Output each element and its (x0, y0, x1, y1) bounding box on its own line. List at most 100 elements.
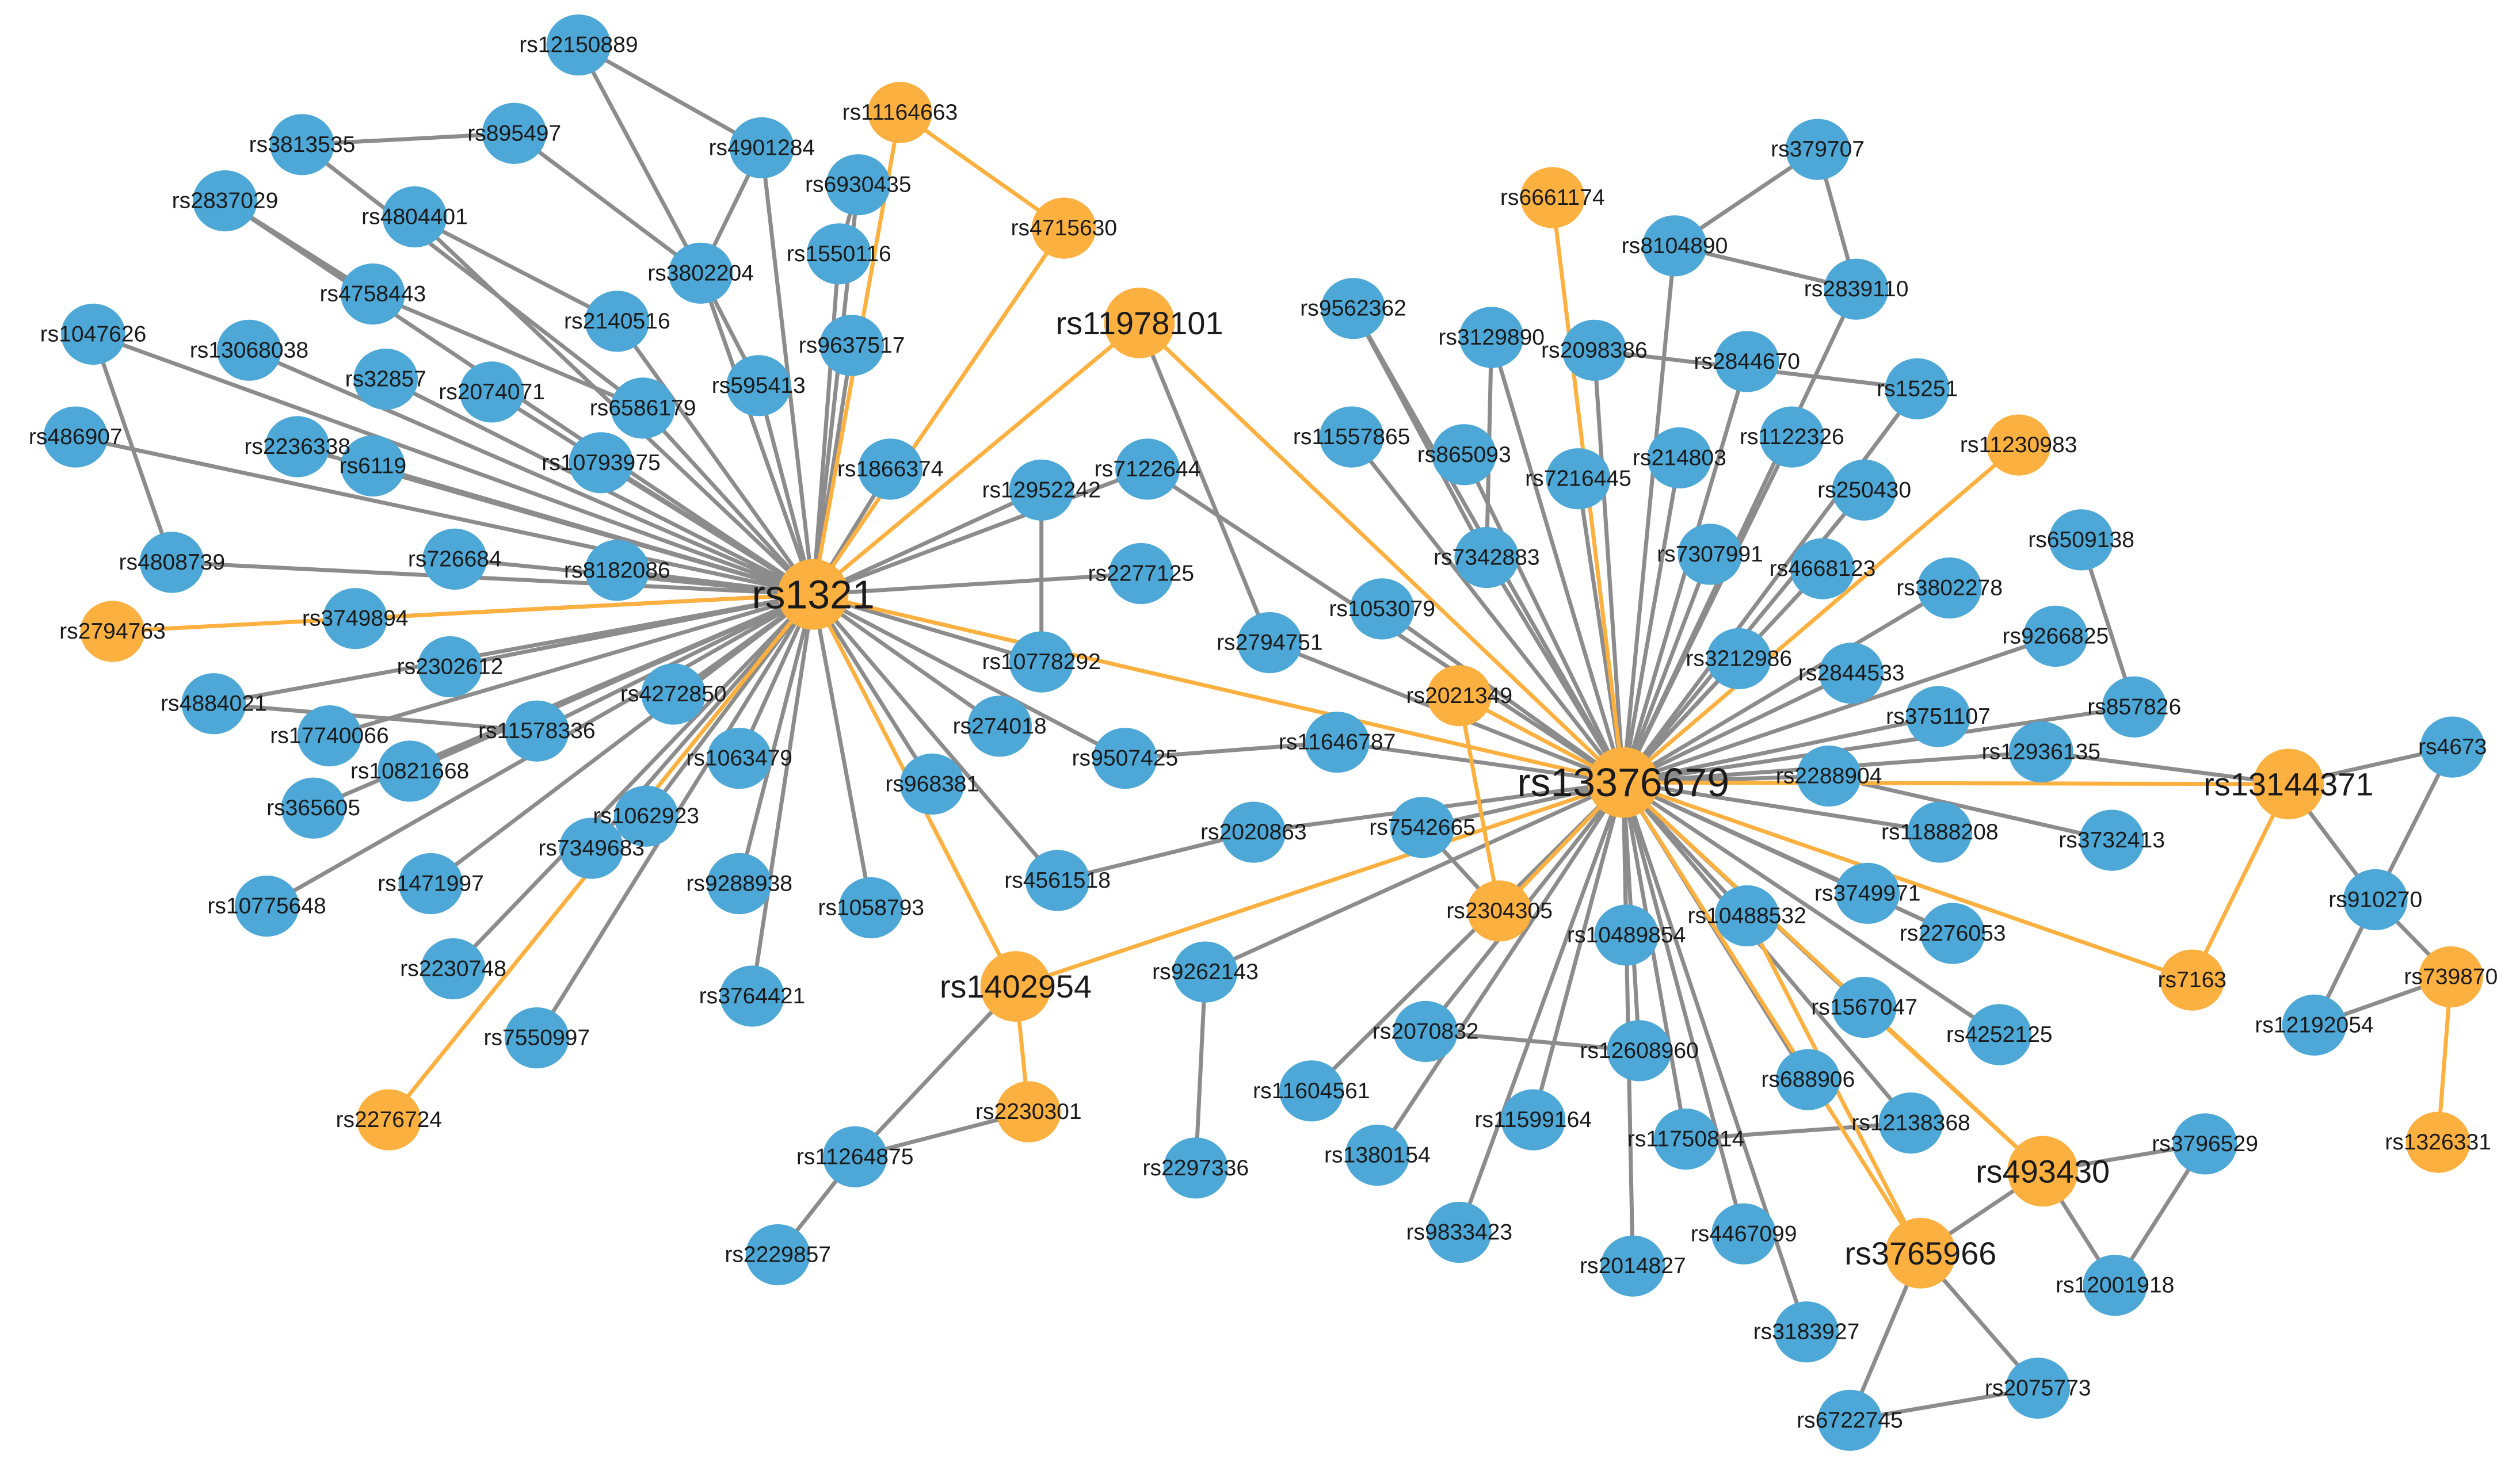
node-rs2297336[interactable] (1163, 1137, 1228, 1199)
node-rs11604561[interactable] (1279, 1060, 1344, 1122)
node-rs4758443[interactable] (341, 263, 405, 325)
node-rs3765966[interactable] (1885, 1217, 1956, 1289)
node-rs2288904[interactable] (1797, 745, 1862, 807)
node-rs3796529[interactable] (2172, 1113, 2237, 1175)
node-rs10775648[interactable] (234, 876, 299, 937)
node-rs2236338[interactable] (265, 416, 330, 477)
node-rs9637517[interactable] (819, 315, 884, 376)
node-rs2229857[interactable] (745, 1224, 810, 1286)
node-rs1550116[interactable] (806, 223, 871, 285)
node-rs3183927[interactable] (1774, 1301, 1839, 1363)
node-rs9562362[interactable] (1321, 278, 1386, 339)
node-rs3802278[interactable] (1917, 557, 1982, 619)
node-rs3749971[interactable] (1835, 862, 1900, 924)
node-rs13068038[interactable] (217, 319, 281, 381)
node-rs4272850[interactable] (641, 663, 706, 725)
node-rs7342883[interactable] (1454, 527, 1519, 589)
node-rs11230983[interactable] (1986, 414, 2051, 476)
node-rs12001918[interactable] (2083, 1255, 2148, 1316)
node-rs11978101[interactable] (1104, 287, 1175, 358)
node-rs910270[interactable] (2343, 869, 2408, 930)
node-rs1058793[interactable] (838, 877, 903, 938)
node-rs13144371[interactable] (2253, 748, 2324, 820)
node-rs857826[interactable] (2102, 676, 2167, 738)
node-rs3749894[interactable] (323, 588, 388, 650)
node-rs2075773[interactable] (2006, 1357, 2071, 1419)
node-rs1063479[interactable] (707, 728, 772, 789)
node-rs4804401[interactable] (382, 186, 447, 248)
node-rs739870[interactable] (2419, 946, 2483, 1008)
node-rs9833423[interactable] (1427, 1201, 1492, 1263)
node-rs8104890[interactable] (1642, 215, 1707, 277)
node-rs7550997[interactable] (504, 1007, 569, 1069)
node-rs2844533[interactable] (1819, 643, 1884, 704)
node-rs7163[interactable] (2160, 949, 2225, 1011)
node-rs2230301[interactable] (996, 1081, 1061, 1143)
node-rs11164663[interactable] (868, 82, 932, 143)
node-rs2794751[interactable] (1237, 612, 1302, 674)
node-rs6930435[interactable] (826, 154, 891, 216)
node-rs9288938[interactable] (707, 853, 772, 915)
node-rs11264875[interactable] (822, 1126, 887, 1187)
node-rs4252125[interactable] (1967, 1004, 2032, 1065)
node-rs3813535[interactable] (270, 114, 334, 175)
node-rs1047626[interactable] (61, 303, 125, 365)
node-rs9266825[interactable] (2023, 605, 2088, 667)
node-rs2070832[interactable] (1393, 1000, 1458, 1062)
node-rs1866374[interactable] (858, 438, 923, 500)
node-rs2074071[interactable] (459, 361, 524, 423)
node-rs7122644[interactable] (1115, 438, 1180, 500)
node-rs12952242[interactable] (1009, 459, 1074, 521)
node-rs12192054[interactable] (2282, 994, 2347, 1056)
node-rs11557865[interactable] (1319, 406, 1384, 468)
node-rs10489854[interactable] (1594, 904, 1659, 966)
node-rs2304305[interactable] (1467, 880, 1532, 942)
node-rs6509138[interactable] (2049, 509, 2114, 571)
node-rs250430[interactable] (1832, 459, 1897, 521)
node-rs214803[interactable] (1647, 427, 1712, 489)
node-rs1326331[interactable] (2405, 1111, 2471, 1173)
node-rs12150889[interactable] (546, 14, 611, 76)
node-rs17740066[interactable] (297, 705, 362, 767)
node-rs8182086[interactable] (585, 540, 650, 601)
node-rs6661174[interactable] (1520, 167, 1585, 228)
node-rs6722745[interactable] (1817, 1389, 1882, 1451)
node-rs11599164[interactable] (1501, 1089, 1566, 1151)
node-rs595413[interactable] (726, 355, 791, 417)
node-rs274018[interactable] (967, 696, 1032, 757)
node-rs3129890[interactable] (1459, 307, 1524, 368)
node-rs3751107[interactable] (1906, 686, 1970, 747)
node-rs10488532[interactable] (1714, 885, 1779, 946)
node-rs865093[interactable] (1432, 424, 1497, 486)
node-rs1380154[interactable] (1345, 1124, 1410, 1186)
node-rs4561518[interactable] (1025, 850, 1090, 911)
node-rs3212986[interactable] (1706, 628, 1771, 690)
node-rs3732413[interactable] (2079, 809, 2144, 871)
node-rs2837029[interactable] (193, 170, 257, 232)
node-rs9262143[interactable] (1173, 941, 1238, 1003)
node-rs9507425[interactable] (1093, 728, 1157, 789)
node-rs1122326[interactable] (1760, 406, 1824, 468)
node-rs10821668[interactable] (378, 740, 442, 802)
node-rs11646787[interactable] (1305, 712, 1370, 773)
node-rs7349683[interactable] (559, 817, 624, 879)
node-rs2276724[interactable] (356, 1089, 421, 1151)
node-rs4808739[interactable] (139, 532, 204, 593)
node-rs4715630[interactable] (1031, 197, 1096, 259)
node-rs6119[interactable] (341, 435, 405, 497)
node-rs7216445[interactable] (1546, 448, 1611, 510)
node-rs4884021[interactable] (181, 673, 246, 735)
node-rs4673[interactable] (2420, 716, 2485, 778)
node-rs2140516[interactable] (585, 291, 650, 352)
node-rs486907[interactable] (43, 406, 108, 468)
node-rs2276053[interactable] (1920, 903, 1985, 964)
node-rs1402954[interactable] (980, 951, 1051, 1022)
node-rs2277125[interactable] (1108, 543, 1173, 605)
node-rs493430[interactable] (2007, 1136, 2079, 1207)
node-rs968381[interactable] (899, 753, 964, 815)
node-rs3802204[interactable] (668, 242, 733, 304)
node-rs1321[interactable] (777, 559, 849, 630)
node-rs2794763[interactable] (80, 601, 145, 662)
node-rs15251[interactable] (1885, 358, 1950, 419)
node-rs2839110[interactable] (1824, 258, 1889, 320)
